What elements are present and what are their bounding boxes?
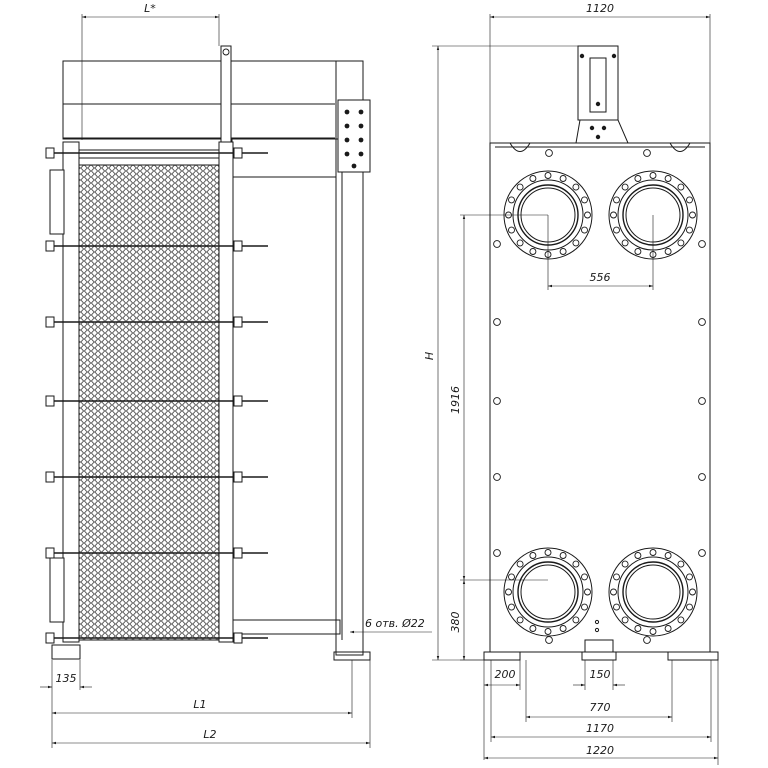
- holes-callout: 6 отв. Ø22: [365, 617, 425, 630]
- dim-135-label: 135: [56, 672, 77, 685]
- dim-l-star-label: L*: [144, 2, 156, 15]
- side-bolts: [493, 149, 706, 644]
- tie-rod: [45, 632, 268, 644]
- dim-1916-label: 1916: [449, 386, 462, 414]
- front-foot-center: [581, 651, 617, 661]
- nozzle-flanges: [503, 170, 698, 637]
- side-dimensions: L* 6 отв. Ø22 135 L1 L2: [40, 2, 432, 748]
- front-foot-left: [483, 651, 521, 661]
- dim-200-label: 200: [495, 668, 516, 681]
- dim-h-label: H: [423, 352, 436, 360]
- support-column: [335, 60, 364, 656]
- nozzle-flange: [503, 547, 593, 637]
- front-foot: [51, 644, 81, 660]
- dim-1170-label: 1170: [586, 722, 614, 735]
- upper-nozzle-flange: [49, 169, 65, 235]
- tie-rod: [45, 547, 268, 559]
- tie-rods: [45, 147, 268, 644]
- nozzle-flange: [608, 547, 698, 637]
- upper-guide-bar: [231, 138, 337, 178]
- dim-770-label: 770: [590, 701, 611, 714]
- dim-1120-label: 1120: [586, 2, 614, 15]
- pressure-plate-hanger: [220, 45, 232, 143]
- connection-plate-holes: [344, 109, 364, 169]
- tie-rod: [45, 147, 268, 159]
- dim-l2-label: L2: [203, 728, 216, 741]
- tie-rod: [45, 316, 268, 328]
- lower-nozzle-flange: [49, 557, 65, 623]
- top-bracket: [577, 45, 619, 121]
- dim-556-label: 556: [590, 271, 611, 284]
- tie-rod: [45, 240, 268, 252]
- tie-rod: [45, 395, 268, 407]
- pressure-plate: [218, 141, 234, 643]
- dim-l1-label: L1: [193, 698, 206, 711]
- nozzle-flange: [608, 170, 698, 260]
- front-foot-right: [667, 651, 719, 661]
- dim-380-label: 380: [449, 612, 462, 633]
- plate-pack: [78, 164, 220, 641]
- top-beam: [62, 60, 364, 140]
- fixed-frame-plate: [62, 141, 80, 643]
- lower-guide-bar: [231, 619, 341, 635]
- dim-1220-label: 1220: [586, 744, 614, 757]
- support-base: [333, 651, 371, 661]
- front-view: 1120 H 1916 380 556 200 150: [423, 2, 719, 765]
- tie-rod: [45, 471, 268, 483]
- front-dimensions: 1120 H 1916 380 556 200 150: [423, 2, 719, 765]
- dim-150-label: 150: [590, 668, 611, 681]
- connection-plate: [337, 99, 371, 173]
- side-view: L* 6 отв. Ø22 135 L1 L2: [40, 2, 432, 748]
